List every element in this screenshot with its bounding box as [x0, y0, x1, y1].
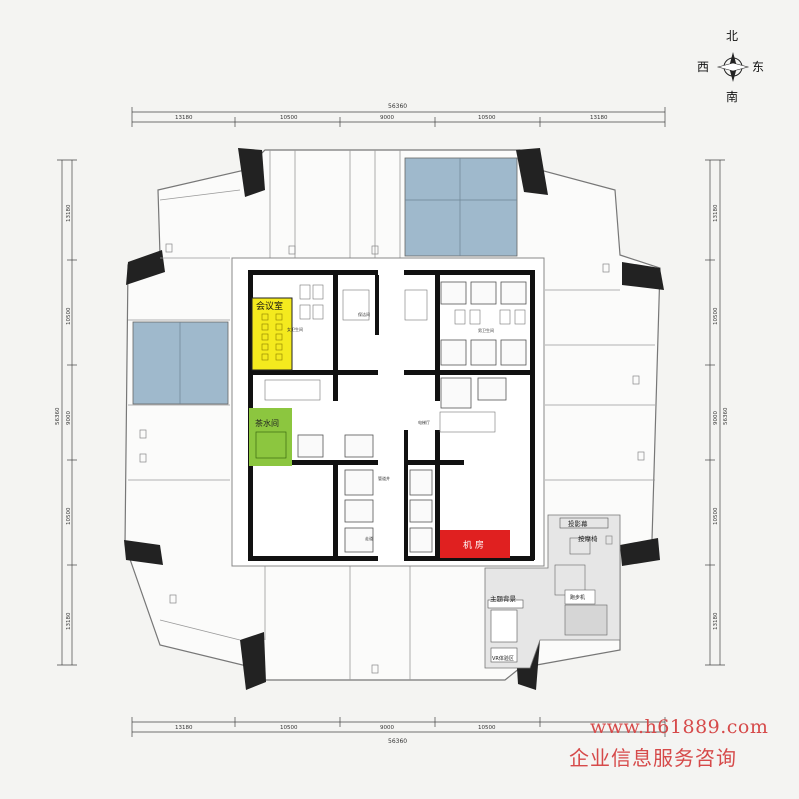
machine-room-label: 机 房 [463, 539, 484, 551]
restroom-fixtures [264, 284, 526, 433]
compass-east-label: 东 [752, 60, 764, 74]
corner-fin-e-bot [620, 538, 660, 566]
projection-screen-label: 投影幕 [568, 519, 588, 528]
dim-span-left-5: 13180 [66, 612, 72, 630]
dim-span-top-3: 9000 [380, 115, 394, 121]
dim-span-right-5: 13180 [713, 612, 719, 630]
dim-total-top: 56360 [388, 103, 407, 110]
watermark-url: www.h61889.com [590, 716, 769, 738]
dim-total-right: 56360 [723, 407, 729, 425]
corner-fin-nw [238, 148, 265, 197]
compass-south-label: 南 [726, 89, 738, 104]
elevator-hall-label: 电梯厅 [418, 419, 430, 425]
dim-span-bottom-1: 13180 [175, 725, 193, 731]
dim-span-right-1: 13180 [713, 204, 719, 222]
male-wc-label: 男卫生间 [478, 327, 494, 333]
massage-chair-label: 按摩椅 [578, 534, 598, 543]
corner-fin-sw [240, 632, 266, 690]
compass-rose [716, 52, 750, 82]
dim-total-bottom: 56360 [388, 738, 407, 745]
perimeter-partitions [128, 150, 655, 680]
compass-west-label: 西 [697, 60, 709, 74]
dimension-lines [57, 107, 725, 737]
dim-span-top-2: 10500 [280, 115, 298, 121]
meeting-room-chairs [261, 313, 283, 361]
watermark-company: 企业信息服务咨询 [569, 746, 737, 770]
blue-zone-north [404, 157, 518, 257]
dim-span-left-2: 10500 [66, 307, 72, 325]
core-walls [248, 270, 535, 561]
female-wc-label: 女卫生间 [287, 326, 303, 332]
tea-room-label: 茶水间 [255, 418, 279, 428]
dim-total-left: 56360 [55, 407, 61, 425]
reception-wall-label: 主题背景 [490, 594, 517, 603]
corner-fin-w-bot [124, 540, 163, 565]
dim-span-bottom-2: 10500 [280, 725, 298, 731]
corner-fin-ne [516, 148, 548, 195]
dim-span-right-2: 10500 [713, 307, 719, 325]
projection-screen [559, 517, 609, 529]
tea-room [249, 408, 292, 466]
pipe-shaft-label: 管道井 [378, 475, 390, 481]
compass-north-label: 北 [726, 29, 738, 43]
meeting-room-label: 会议室 [256, 300, 283, 312]
dim-span-top-1: 13180 [175, 115, 193, 121]
dim-span-left-1: 13180 [66, 204, 72, 222]
corridor-label: 走道 [365, 535, 373, 541]
treadmill-label: 跑步机 [570, 594, 585, 601]
janitor-closet-label: 保洁间 [358, 311, 370, 317]
elevator-shafts [297, 281, 527, 553]
vr-zone-label: VR体验区 [492, 655, 514, 662]
dim-span-left-3: 9000 [66, 411, 72, 425]
dim-span-bottom-3: 9000 [380, 725, 394, 731]
dim-span-right-4: 10500 [713, 507, 719, 525]
dim-span-top-4: 10500 [478, 115, 496, 121]
dim-span-right-3: 9000 [713, 411, 719, 425]
corner-fin-e-top [622, 262, 664, 290]
dim-span-top-5: 13180 [590, 115, 608, 121]
column-markers [139, 243, 645, 674]
dim-span-left-4: 10500 [66, 507, 72, 525]
dim-span-bottom-4: 10500 [478, 725, 496, 731]
meeting-room [251, 297, 293, 371]
blue-zone-west [132, 321, 229, 405]
corner-fin-w-top [126, 250, 165, 285]
machine-room [440, 530, 510, 558]
